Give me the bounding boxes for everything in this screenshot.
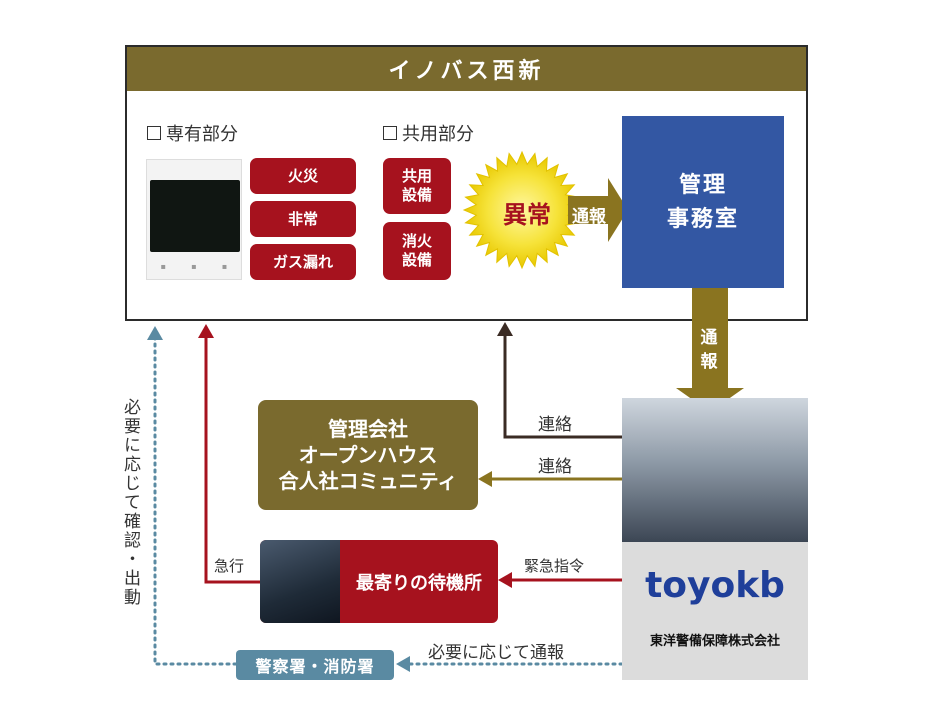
private-section-label: 専有部分 — [147, 120, 238, 146]
report-as-needed-label: 必要に応じて通報 — [428, 643, 564, 663]
equip-line: 共用 — [401, 167, 432, 185]
office-line: 管理 — [678, 172, 727, 198]
toyokb-logo: toyokb — [645, 565, 785, 606]
intercom-keys: ▪ ▪ ▪ — [148, 262, 240, 276]
common-section-text: 共用部分 — [402, 124, 474, 145]
checkbox-icon — [147, 126, 161, 140]
arrowhead-icon — [498, 572, 512, 588]
intercom-key-icon: ▪ — [191, 262, 197, 271]
company-line: 合人社コミュニティ — [278, 469, 458, 493]
company-line: オープンハウス — [298, 443, 438, 467]
confirm-dispatch-label: 必要に応じて確認・出動 — [120, 398, 140, 607]
alarm-gas-leak: ガス漏れ — [250, 244, 356, 280]
emergency-command-label: 緊急指令 — [524, 557, 585, 575]
private-section-text: 専有部分 — [166, 124, 238, 145]
intercom-screen — [150, 180, 240, 252]
contact-label-2: 連絡 — [538, 457, 572, 477]
management-office: 管理 事務室 — [622, 116, 784, 288]
arrowhead-icon — [478, 471, 492, 487]
label-char: 通 — [700, 328, 718, 348]
standby-label: 最寄りの待機所 — [356, 572, 482, 594]
office-line: 事務室 — [666, 206, 739, 232]
control-room-photo — [622, 398, 808, 542]
alert-graphic — [462, 150, 628, 270]
urgent-line — [204, 336, 260, 584]
arrowhead-icon — [198, 324, 214, 338]
management-company: 管理会社 オープンハウス 合人社コミュニティ — [258, 400, 478, 510]
checkbox-icon — [383, 126, 397, 140]
common-section-label: 共用部分 — [383, 120, 474, 146]
urgent-label: 急行 — [214, 557, 245, 575]
label-char: 報 — [700, 352, 718, 372]
police-fire-station: 警察署・消防署 — [236, 650, 394, 680]
alarm-fire: 火災 — [250, 158, 356, 194]
alarm-emergency: 非常 — [250, 201, 356, 237]
toyokb-company-name: 東洋警備保障株式会社 — [649, 634, 780, 649]
arrowhead-icon — [396, 656, 410, 672]
contact-line-building — [503, 334, 622, 439]
building-title: イノバス西新 — [127, 47, 806, 91]
intercom-key-icon: ▪ — [160, 262, 167, 271]
equip-line: 消火 — [401, 232, 432, 250]
report-label: 通報 — [572, 207, 606, 227]
starburst-icon — [462, 150, 582, 270]
equip-line: 設備 — [401, 186, 432, 204]
contact-label-1: 連絡 — [538, 415, 572, 435]
common-equipment: 共用 設備 — [383, 158, 451, 214]
report-arrow — [568, 178, 628, 242]
confirm-dispatch-line — [153, 336, 238, 666]
office-to-toyo-arrow — [676, 288, 744, 412]
office-to-toyo-label: 通 報 — [697, 326, 721, 374]
intercom-key-icon: ▪ — [221, 262, 228, 271]
guard-photo — [260, 540, 340, 623]
equip-line: 設備 — [401, 251, 432, 269]
arrowhead-icon — [147, 326, 163, 340]
toyokb-panel — [622, 542, 808, 680]
company-line: 管理会社 — [328, 417, 408, 441]
arrowhead-icon — [497, 322, 513, 336]
fire-extinguishing-equipment: 消火 設備 — [383, 222, 451, 280]
alert-label: 異常 — [503, 200, 551, 229]
